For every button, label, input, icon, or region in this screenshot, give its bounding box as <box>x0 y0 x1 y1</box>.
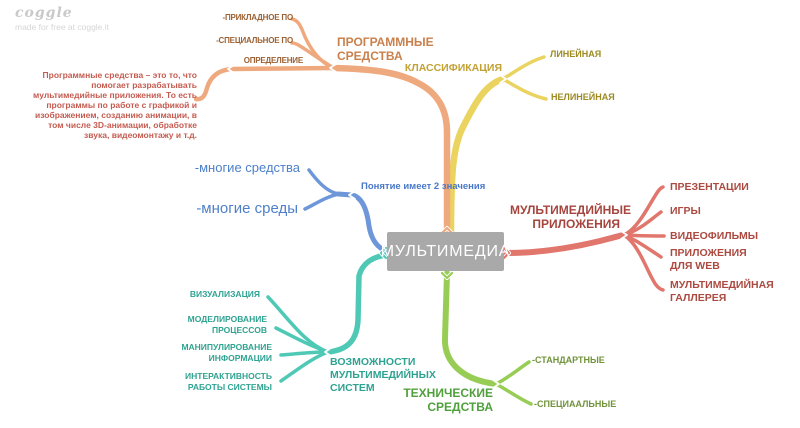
node-many-environments[interactable]: -многие среды <box>196 200 298 217</box>
node-applied-software[interactable]: -ПРИКЛАДНОЕ ПО <box>222 13 293 22</box>
node-connector-chevrons <box>379 226 511 280</box>
classification-branch-line <box>447 55 548 240</box>
node-multimedia-gallery[interactable]: МУЛЬТИМЕДИЙНАЯ ГАЛЛЕРЕЯ <box>670 279 774 304</box>
node-videofilms[interactable]: ВИДЕОФИЛЬМЫ <box>670 230 758 242</box>
node-games[interactable]: ИГРЫ <box>670 205 701 217</box>
technical-branch-line <box>441 270 533 406</box>
node-system-interactivity[interactable]: ИНТЕРАКТИВНОСТЬ РАБОТЫ СИСТЕМЫ <box>185 371 272 392</box>
node-visualization[interactable]: ВИЗУАЛИЗАЦИЯ <box>189 289 260 299</box>
applications-branch-line <box>503 185 666 292</box>
node-applications-title[interactable]: МУЛЬТИМЕДИЙНЫЕ ПРИЛОЖЕНИЯ <box>510 203 632 231</box>
node-presentations[interactable]: ПРЕЗЕНТАЦИИ <box>670 181 749 193</box>
node-software-title[interactable]: ПРОГРАММНЫЕ СРЕДСТВА <box>337 35 434 63</box>
node-classification-title[interactable]: КЛАССИФИКАЦИЯ <box>404 62 502 74</box>
node-meanings-title[interactable]: Понятие имеет 2 значения <box>361 181 486 192</box>
node-special-software[interactable]: -СПЕЦИАЛЬНОЕ ПО <box>216 36 293 45</box>
node-definition[interactable]: ОПРЕДЕЛЕНИЕ <box>243 56 303 65</box>
top-connector-chevron-icon <box>440 226 454 235</box>
node-capabilities-title[interactable]: ВОЗМОЖНОСТИ МУЛЬТИМЕДИЙНЫХ СИСТЕМ <box>330 356 436 394</box>
capabilities-branch-line <box>266 252 389 383</box>
node-linear[interactable]: ЛИНЕЙНАЯ <box>550 49 602 59</box>
node-information-manipulation[interactable]: МАНИПУЛИРОВАНИЕ ИНФОРМАЦИИ <box>181 342 272 363</box>
node-many-tools[interactable]: -многие средства <box>194 160 300 175</box>
node-special[interactable]: -СПЕЦИААЛЬНЫЕ <box>534 399 617 409</box>
right-connector-chevron-icon <box>502 246 511 260</box>
bottom-connector-chevron-icon <box>440 271 454 280</box>
node-process-modeling[interactable]: МОДЕЛИРОВАНИЕ ПРОЦЕССОВ <box>187 314 267 335</box>
junction-chevrons <box>227 63 628 389</box>
software-branch-line <box>193 17 451 237</box>
node-software-definition[interactable]: Программные средства – это то, что помог… <box>33 70 197 140</box>
node-web-applications[interactable]: ПРИЛОЖЕНИЯ ДЛЯ WEB <box>670 247 747 272</box>
meanings-branch-line <box>303 168 389 254</box>
node-nonlinear[interactable]: НЕЛИНЕЙНАЯ <box>551 92 615 102</box>
node-technical-title[interactable]: ТЕХНИЧЕСКИЕ СРЕДСТВА <box>403 386 493 414</box>
coggle-tagline: made for free at coggle.it <box>15 22 110 32</box>
coggle-logo: coggle <box>15 5 73 21</box>
node-standard[interactable]: -СТАНДАРТНЫЕ <box>532 355 605 365</box>
central-node-multimedia[interactable]: МУЛЬТИМЕДИА <box>381 232 509 271</box>
left-connector-chevron-icon <box>379 246 388 260</box>
